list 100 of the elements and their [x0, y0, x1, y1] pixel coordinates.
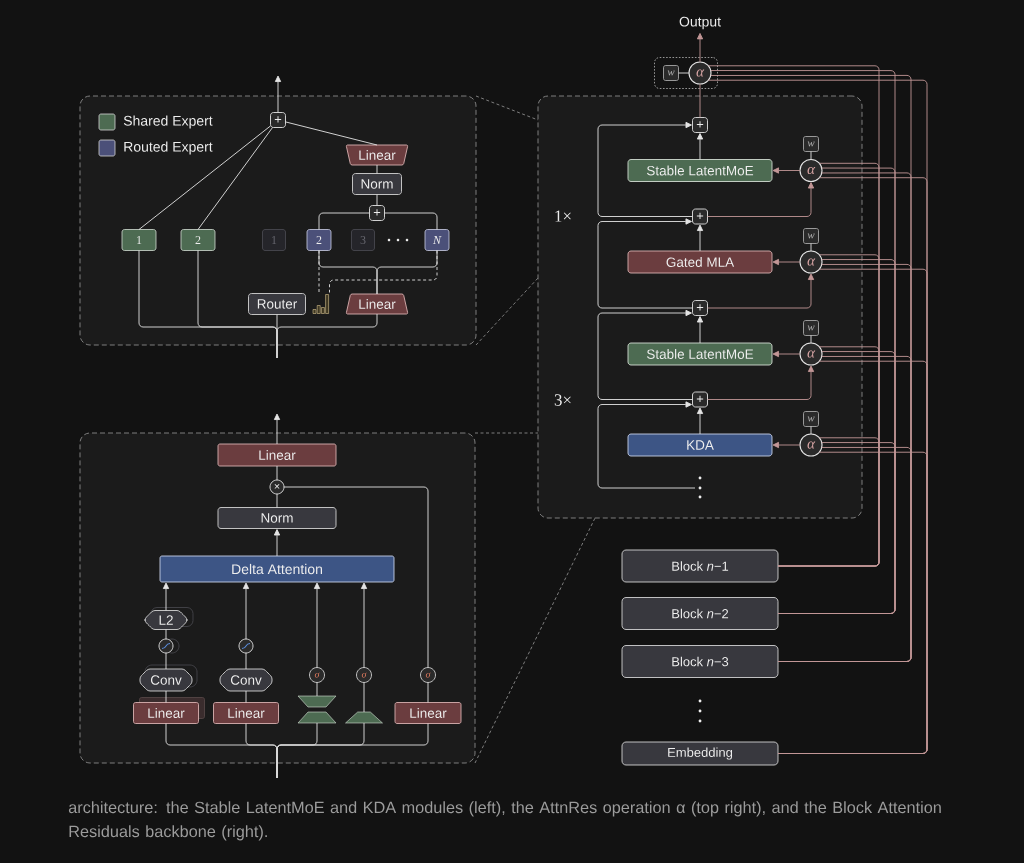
weight-box: w	[803, 411, 819, 427]
dotted-frame	[654, 57, 718, 89]
plus-operator: +	[692, 208, 708, 225]
connector-line	[810, 243, 812, 252]
arrow	[242, 582, 250, 640]
connector-line	[427, 682, 429, 703]
block-box: Embedding	[621, 741, 779, 766]
plus-operator: +	[692, 117, 708, 133]
arrow	[707, 273, 815, 309]
arrow	[597, 218, 693, 309]
bar-chart-icon	[312, 294, 329, 314]
block-box: Block n−2	[621, 597, 779, 630]
trapezoid-box: Linear	[345, 293, 409, 315]
connector-line	[777, 442, 896, 614]
connector-line	[376, 194, 378, 206]
connector-line	[363, 682, 365, 713]
connector-line	[197, 127, 273, 230]
dashed-line	[474, 517, 596, 764]
activation-icon	[158, 638, 174, 654]
connector-line	[285, 121, 378, 146]
arrow	[696, 316, 704, 344]
connector-line	[810, 151, 812, 160]
plus-operator: +	[270, 112, 286, 128]
arrow	[707, 182, 815, 217]
output-label: Output	[679, 16, 721, 30]
connector-line	[384, 212, 438, 230]
connector-line	[276, 493, 278, 508]
trapezoid-box: Linear	[345, 144, 409, 166]
dashed-line	[474, 432, 539, 434]
module-box: Linear	[394, 702, 462, 724]
arrow	[273, 413, 281, 445]
dashed-line	[318, 250, 320, 293]
repeat-label: 1×	[555, 210, 571, 222]
connector-line	[316, 682, 318, 697]
module-box: Linear	[133, 702, 199, 724]
arrow	[597, 309, 693, 400]
module-box: Router	[248, 293, 306, 315]
connector-line	[276, 313, 378, 359]
connector-line	[318, 212, 370, 230]
octagon-box: Conv	[139, 668, 193, 692]
connector-line	[810, 426, 812, 435]
plus-operator: +	[692, 300, 708, 316]
arrow	[162, 582, 170, 611]
dashed-line	[475, 277, 539, 346]
arrow	[696, 133, 704, 160]
activation-icon	[238, 638, 254, 654]
expert-box: 2	[306, 229, 332, 251]
connector-line	[376, 164, 378, 174]
arrow	[274, 75, 282, 113]
dashed-line	[329, 250, 438, 293]
weight-box: w	[803, 136, 819, 152]
caption: architecture: the Stable LatentMoE and KDA modules (left), the AttnRes operation α (top right), and the Block Attention Residuals backbone (right).	[68, 801, 941, 841]
plus-operator: +	[692, 391, 708, 408]
expert-box: N	[424, 229, 450, 251]
octagon-box: Conv	[219, 668, 273, 692]
connector-line	[283, 486, 429, 668]
module-box: KDA	[627, 433, 773, 457]
connector-line	[810, 335, 812, 344]
arrow	[313, 582, 321, 668]
connector-line	[777, 446, 912, 662]
expert-box: 1	[121, 229, 157, 251]
module-box: Stable LatentMoE	[627, 159, 773, 182]
connector-line	[678, 72, 690, 74]
arrow	[597, 121, 693, 217]
module-box: Stable LatentMoE	[627, 342, 773, 366]
module-box: Gated MLA	[627, 250, 773, 274]
arrow	[597, 401, 696, 489]
arrow	[696, 407, 704, 435]
weight-box: w	[803, 228, 819, 244]
plus-operator: +	[369, 205, 385, 221]
module-box: Norm	[217, 507, 337, 529]
hourglass-shape	[297, 695, 337, 724]
legend-label: Shared Expert	[123, 115, 213, 129]
connector-line	[165, 690, 167, 703]
connector-line	[777, 437, 880, 567]
connector-line	[165, 629, 167, 640]
trapezoid-shape	[345, 711, 383, 724]
repeat-label: 3×	[554, 394, 571, 406]
module-box: Linear	[213, 702, 279, 724]
expert-box: 3	[351, 229, 375, 251]
weight-box: w	[803, 320, 819, 336]
arrow	[772, 441, 801, 449]
connector-line	[276, 465, 278, 481]
arrow	[696, 32, 704, 63]
arrow	[772, 167, 801, 174]
expert-box: 1	[262, 229, 286, 251]
arrow	[273, 529, 281, 557]
connector-line	[245, 690, 247, 703]
arrow	[696, 224, 704, 252]
connector-line	[245, 652, 247, 670]
dashed-line	[475, 95, 539, 121]
module-box: Linear	[217, 443, 337, 467]
octagon-box: L2	[144, 610, 188, 630]
block-box: Block n−3	[621, 645, 779, 678]
legend-label: Routed Expert	[124, 141, 213, 155]
connector-line	[777, 451, 928, 754]
block-box: Block n−1	[621, 549, 779, 583]
connector-line	[376, 250, 438, 295]
connector-line	[699, 83, 701, 118]
arrow	[707, 365, 815, 400]
